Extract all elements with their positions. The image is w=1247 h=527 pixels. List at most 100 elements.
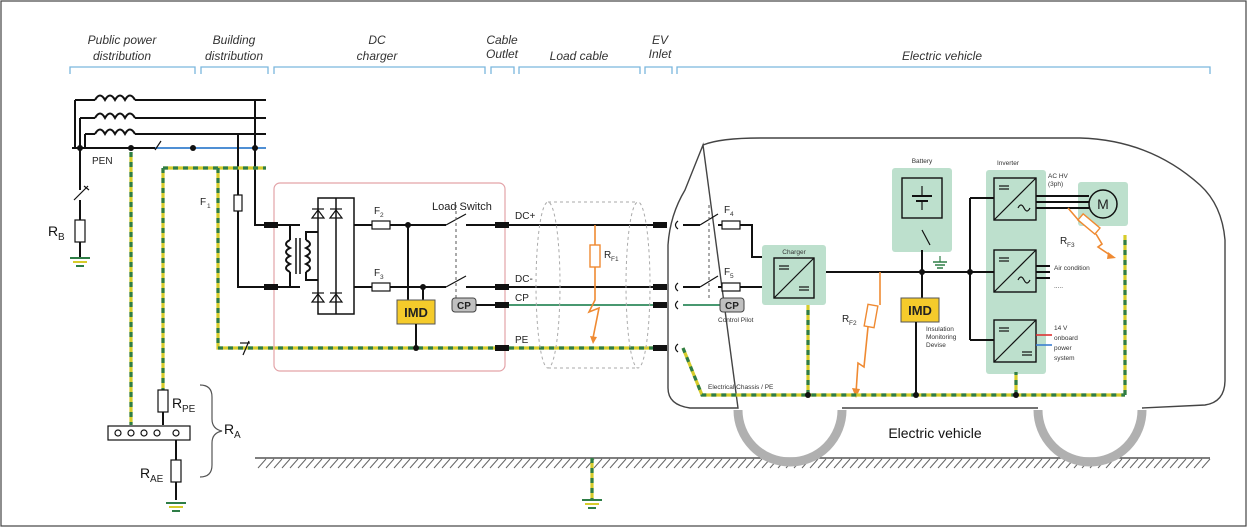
rf1-label: R: [604, 250, 611, 261]
battery-label: Battery: [912, 158, 933, 165]
battery-cell: [901, 177, 943, 219]
pen-label: PEN: [92, 156, 113, 167]
imd-desc-2: Monitoring: [926, 334, 957, 341]
rb-sub: B: [58, 232, 65, 243]
load-cable: DC+ DC- CP PE R F1: [509, 201, 679, 369]
rf1-sub: F1: [611, 256, 619, 263]
control-pilot-label: Control Pilot: [718, 317, 754, 324]
rae-label: R: [140, 465, 150, 481]
cable-sheath-start: [535, 201, 561, 369]
rpe-sub: PE: [182, 404, 196, 415]
rb-resistor: [74, 219, 86, 243]
cp-line-label: CP: [515, 293, 529, 304]
pe-line-label: PE: [515, 335, 529, 346]
rb-label: R: [48, 223, 58, 239]
header-load-cable: Load cable: [550, 49, 609, 63]
rf3-sub: F3: [1067, 242, 1075, 249]
header-ev-2: Inlet: [649, 47, 672, 61]
f3-fuse: [371, 282, 391, 292]
header-ev-1: EV: [652, 33, 669, 47]
dc-plus-label: DC+: [515, 211, 535, 222]
f3-label: F: [374, 268, 380, 279]
rf3-resistor: [1077, 212, 1101, 236]
section-headers: Public power distribution Building distr…: [69, 33, 1211, 74]
rf2-label: R: [842, 314, 849, 325]
header-electric-vehicle: Electric vehicle: [902, 49, 982, 63]
load-switch-label: Load Switch: [432, 201, 492, 213]
vehicle-body-outline: [667, 137, 1226, 409]
electric-vehicle: Electric vehicle F 4 F 5 CP Control Pilo…: [667, 137, 1226, 467]
ra-brace: [199, 384, 223, 478]
f2-fuse: [371, 220, 391, 230]
onboard-3: power: [1054, 345, 1073, 352]
ac-hv-1: AC HV: [1048, 173, 1069, 180]
charger-converter: [773, 257, 815, 299]
chassis-label: Electrical Chassis / PE: [708, 384, 774, 391]
ra-sub: A: [234, 430, 241, 441]
rear-wheel: [1033, 409, 1147, 467]
motor-label: M: [1097, 196, 1109, 212]
rf2-resistor: [863, 303, 879, 329]
vehicle-title: Electric vehicle: [888, 425, 982, 441]
f5-fuse: [721, 282, 741, 292]
ra-label: R: [224, 421, 234, 437]
onboard-4: system: [1054, 355, 1075, 362]
header-dc-1: DC: [368, 33, 386, 47]
coil-l3: [94, 128, 136, 137]
onboard-1: 14 V: [1054, 325, 1068, 332]
f2-label: F: [374, 206, 380, 217]
bracket-cable-outlet: [490, 66, 515, 74]
ac-hv-2: (3ph): [1048, 181, 1063, 188]
charger-imd: [396, 299, 436, 325]
charger-imd-label: IMD: [404, 305, 428, 320]
terminal-bar: [107, 425, 191, 441]
onboard-charger-block: [762, 245, 826, 305]
inverter-block: [986, 170, 1046, 374]
vehicle-cp-box: [719, 297, 745, 313]
f2-sub: 2: [380, 212, 384, 219]
bracket-building: [200, 66, 269, 74]
onboard-2: onboard: [1054, 335, 1078, 342]
coil-l2: [94, 112, 136, 121]
f1-sub: 1: [207, 203, 211, 210]
front-wheel: [733, 409, 847, 467]
bracket-dc-charger: [273, 66, 486, 74]
f4-sub: 4: [730, 211, 734, 218]
rf1-resistor: [589, 244, 601, 268]
vehicle-imd-label: IMD: [908, 303, 932, 318]
f5-label: F: [724, 267, 730, 278]
transformer-primary: [285, 239, 293, 273]
rpe-resistor: [157, 389, 169, 413]
header-building-1: Building: [213, 33, 256, 47]
dc-charger: F 2 F 3 IMD Load Switch CP: [264, 182, 509, 372]
dc-minus-label: DC-: [515, 274, 533, 285]
pe-conductors-grid: [129, 152, 505, 425]
header-building-2: distribution: [205, 49, 263, 63]
rpe-label: R: [172, 395, 182, 411]
imd-desc-3: Devise: [926, 342, 946, 349]
header-cable-2: Outlet: [486, 47, 519, 61]
air-condition-dots: .....: [1054, 283, 1063, 290]
vehicle-cp-label: CP: [725, 301, 739, 312]
header-public-power-2: distribution: [93, 49, 151, 63]
f1-fuse: [233, 194, 243, 212]
bracket-load-cable: [518, 66, 641, 74]
ground-symbol-rae: [166, 502, 186, 512]
onboard-charger-label: Charger: [782, 249, 806, 256]
earthing: R PE R AE R A: [107, 384, 241, 512]
header-dc-2: charger: [357, 49, 399, 63]
coil-l1: [94, 94, 136, 103]
cable-sheath-end: [625, 201, 651, 369]
motor-block: [1078, 182, 1128, 226]
air-condition-label: Air condition: [1054, 265, 1090, 272]
bracket-electric-vehicle: [676, 66, 1211, 74]
header-public-power-1: Public power: [88, 33, 158, 47]
motor-symbol: [1088, 189, 1118, 219]
f5-sub: 5: [730, 273, 734, 280]
f4-fuse: [721, 220, 741, 230]
charger-cp-label: CP: [457, 301, 471, 312]
f3-sub: 3: [380, 274, 384, 281]
rae-resistor: [170, 459, 182, 483]
vehicle-imd: [900, 297, 940, 323]
